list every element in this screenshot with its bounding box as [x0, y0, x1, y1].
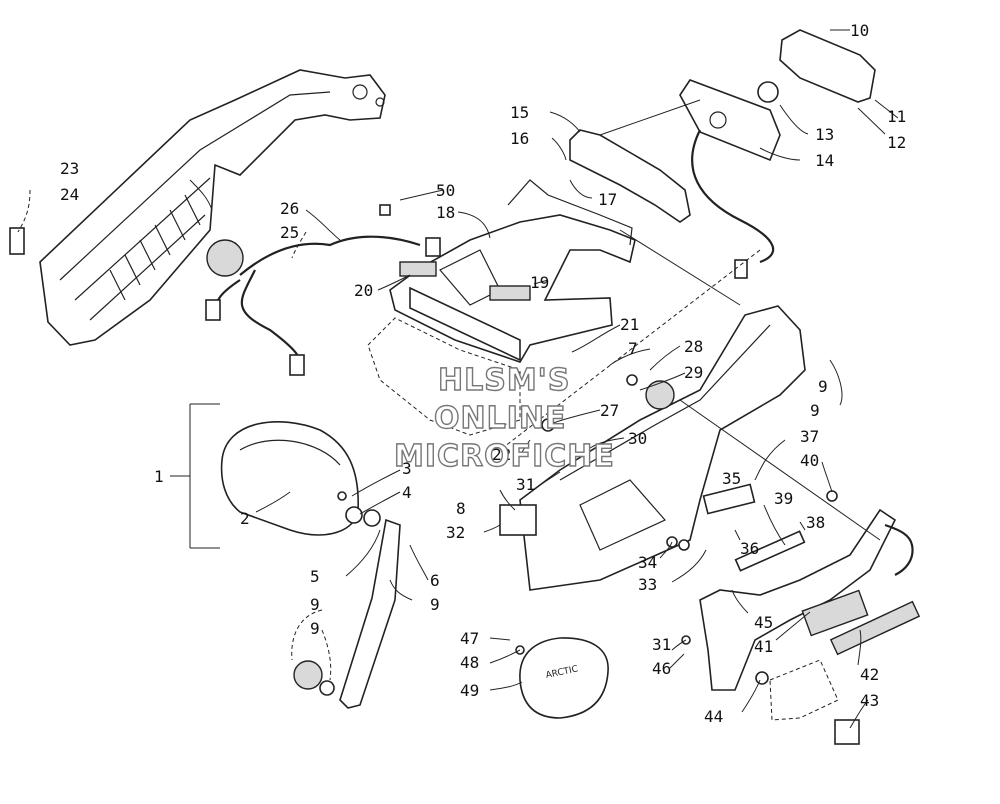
callout-2: 2	[240, 509, 250, 528]
callout-36: 37	[800, 427, 819, 446]
callout-labels: 10 11 12 13 14 15 16 17 50 18 19 20 21 7…	[60, 21, 906, 726]
callout-29: 29	[684, 363, 703, 382]
wire-harness-part-26	[213, 235, 421, 363]
callout-31a: 31	[516, 475, 535, 494]
callout-40: 40	[800, 451, 819, 470]
callout-35: 34	[638, 553, 657, 572]
callout-45: 45	[754, 613, 773, 632]
callout-24: 24	[60, 185, 79, 204]
callout-46: 46	[652, 659, 671, 678]
side-handle-part-45	[699, 508, 897, 691]
callout-21: 21	[620, 315, 639, 334]
callout-23: 23	[60, 159, 79, 178]
callout-50: 50	[436, 181, 455, 200]
callout-9e: 9	[818, 377, 828, 396]
callout-17: 17	[598, 190, 617, 209]
backrest-pad-part-2	[220, 420, 359, 536]
callout-27: 27	[600, 401, 619, 420]
decal-part-38	[734, 530, 806, 572]
rack-assembly	[379, 179, 636, 363]
callout-7: 9	[430, 595, 440, 614]
callout-39: 39	[774, 489, 793, 508]
callout-37: 36	[740, 539, 759, 558]
leader-lines	[17, 29, 899, 729]
callout-9b: 8	[456, 499, 466, 518]
callout-8: 9	[310, 619, 320, 638]
callout-10: 10	[850, 21, 869, 40]
callout-49: 49	[460, 681, 479, 700]
callout-30: 30	[628, 429, 647, 448]
callout-11: 11	[887, 107, 906, 126]
callout-4: 4	[402, 483, 412, 502]
callout-5: 5	[310, 567, 320, 586]
callout-6: 6	[430, 571, 440, 590]
callout-9a: 7	[628, 339, 638, 358]
callout-47: 47	[460, 629, 479, 648]
callout-42: 42	[860, 665, 879, 684]
tail-light-assembly	[679, 29, 876, 279]
callout-14: 14	[815, 151, 834, 170]
callout-12: 12	[887, 133, 906, 152]
callout-26: 26	[280, 199, 299, 218]
callout-33: 33	[638, 575, 657, 594]
callout-31b: 31	[652, 635, 671, 654]
watermark-line-1: HLSM'S	[438, 363, 570, 398]
left-frame-assembly	[9, 69, 386, 346]
callout-1: 1	[154, 467, 164, 486]
callout-32: 32	[446, 523, 465, 542]
seat-pad-part-49: ARCTIC	[519, 637, 609, 719]
callout-44: 44	[704, 707, 723, 726]
callout-3: 3	[402, 459, 412, 478]
watermark-line-2: ONLINE	[434, 401, 567, 436]
foot-rest-part-43	[834, 719, 860, 745]
callout-20: 20	[354, 281, 373, 300]
watermark-line-3: MICROFICHE	[394, 439, 615, 474]
callout-38: 38	[806, 513, 825, 532]
reflector-part-34	[702, 483, 756, 515]
callout-34: 35	[722, 469, 741, 488]
callout-9c: 9	[810, 401, 820, 420]
watermark: HLSM'S ONLINE MICROFICHE	[393, 362, 615, 474]
callout-48: 48	[460, 653, 479, 672]
callout-41: 41	[754, 637, 773, 656]
callout-13: 13	[815, 125, 834, 144]
decal-part-41	[801, 589, 869, 637]
callout-43: 43	[860, 691, 879, 710]
callout-28: 28	[684, 337, 703, 356]
grab-handle-part-15	[569, 129, 691, 223]
callout-22: 22	[492, 445, 511, 464]
callout-15: 15	[510, 103, 529, 122]
callout-19: 19	[530, 273, 549, 292]
rear-bumper-part-30	[499, 305, 806, 591]
callout-18: 18	[436, 203, 455, 222]
bracket-part-7	[339, 518, 401, 709]
grip-part-42	[829, 600, 921, 656]
callout-9d: 9	[310, 595, 320, 614]
callout-25: 25	[280, 223, 299, 242]
callout-16: 16	[510, 129, 529, 148]
